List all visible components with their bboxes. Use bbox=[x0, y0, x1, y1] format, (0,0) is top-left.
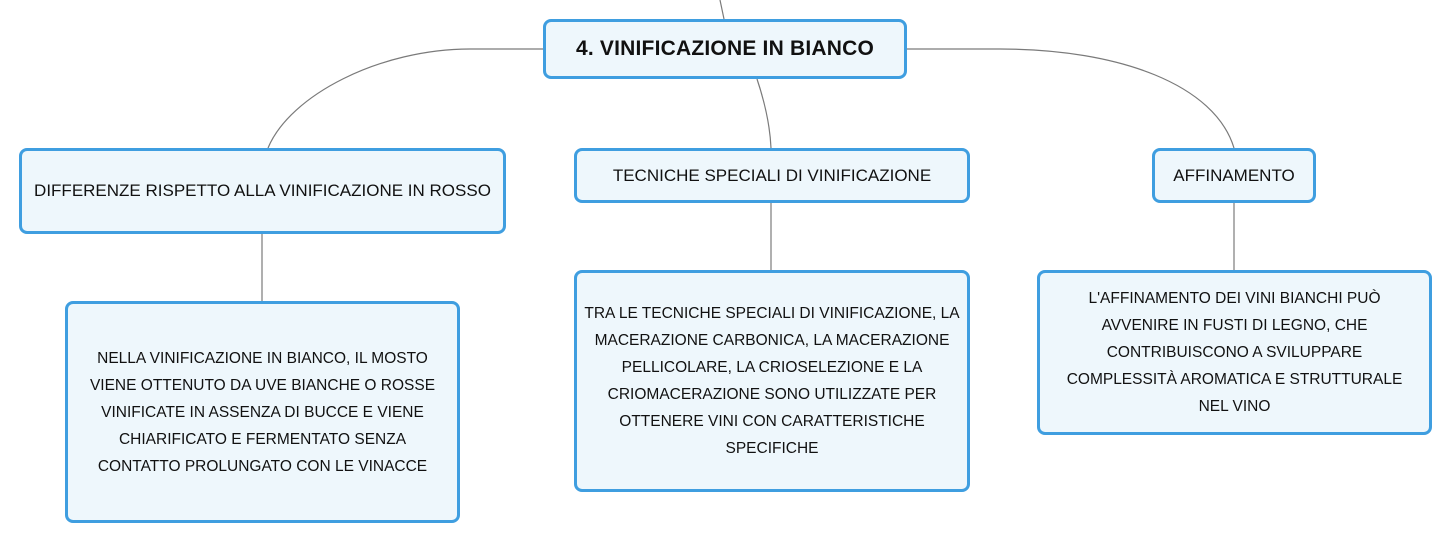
topic-label-affinamento: AFFINAMENTO bbox=[1173, 165, 1295, 185]
topic-label-differenze: DIFFERENZE RISPETTO ALLA VINIFICAZIONE I… bbox=[34, 181, 491, 200]
detail-text-tecniche-speciali: TRA LE TECNICHE SPECIALI DI VINIFICAZION… bbox=[584, 305, 960, 457]
detail-text-affinamento: L'AFFINAMENTO DEI VINI BIANCHI PUÒ AVVEN… bbox=[1066, 290, 1403, 415]
root-topic-label: 4. VINIFICAZIONE IN BIANCO bbox=[575, 37, 875, 60]
detail-node-differenze[interactable]: NELLA VINIFICAZIONE IN BIANCO, IL MOSTO … bbox=[65, 301, 460, 523]
root-topic-node[interactable]: 4. VINIFICAZIONE IN BIANCO bbox=[543, 19, 907, 79]
connector-root-to-differenze bbox=[267, 48, 543, 149]
topic-label-tecniche-speciali: TECNICHE SPECIALI DI VINIFICAZIONE bbox=[612, 165, 932, 185]
topic-node-affinamento[interactable]: AFFINAMENTO bbox=[1152, 148, 1316, 203]
detail-node-tecniche-speciali[interactable]: TRA LE TECNICHE SPECIALI DI VINIFICAZION… bbox=[574, 270, 970, 492]
topic-node-differenze[interactable]: DIFFERENZE RISPETTO ALLA VINIFICAZIONE I… bbox=[19, 148, 506, 234]
detail-node-affinamento[interactable]: L'AFFINAMENTO DEI VINI BIANCHI PUÒ AVVEN… bbox=[1037, 270, 1432, 435]
connector-root-to-tecniche bbox=[756, 78, 772, 149]
connector-root-to-affinamento bbox=[907, 48, 1235, 149]
detail-text-differenze: NELLA VINIFICAZIONE IN BIANCO, IL MOSTO … bbox=[89, 349, 436, 475]
topic-node-tecniche-speciali[interactable]: TECNICHE SPECIALI DI VINIFICAZIONE bbox=[574, 148, 970, 203]
connector-parent-to-root bbox=[719, 0, 725, 20]
